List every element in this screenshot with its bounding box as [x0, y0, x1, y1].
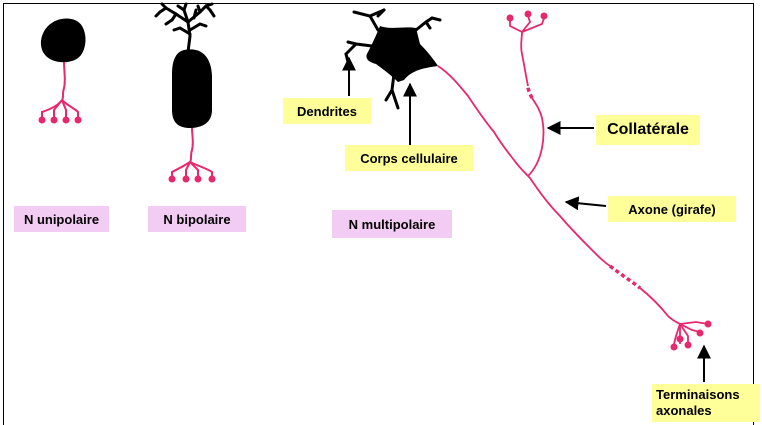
collateral-terminals [507, 11, 548, 22]
bipolar-dendrite-tree [156, 4, 214, 52]
unipolar-terminals [39, 117, 82, 124]
label-bipolar: N bipolaire [148, 206, 246, 232]
label-collateral: Collatérale [596, 115, 700, 145]
label-cell-body: Corps cellulaire [345, 145, 473, 171]
bipolar-axon [172, 128, 212, 176]
collateral-dashed-segment [528, 86, 532, 98]
collateral-branch [510, 16, 544, 176]
bipolar-terminals [169, 176, 216, 183]
axon-dashed-segment [610, 266, 640, 288]
bipolar-soma [172, 49, 212, 128]
label-multipolar: N multipolaire [332, 210, 452, 238]
label-terminals-line2: axonales [656, 403, 712, 419]
unipolar-neuron [39, 19, 86, 124]
label-terminals-line1: Terminaisons [656, 387, 740, 403]
label-terminals: Terminaisons axonales [652, 384, 760, 422]
multipolar-soma [366, 26, 438, 82]
label-dendrites: Dendrites [283, 98, 371, 124]
bipolar-neuron [156, 4, 216, 183]
label-unipolar: N unipolaire [14, 206, 109, 232]
axon-arrow [566, 202, 606, 206]
multipolar-neuron [346, 10, 712, 351]
axon-distal [640, 288, 680, 324]
unipolar-soma [41, 19, 86, 63]
label-axon: Axone (girafe) [608, 196, 736, 222]
unipolar-axon [42, 62, 78, 118]
